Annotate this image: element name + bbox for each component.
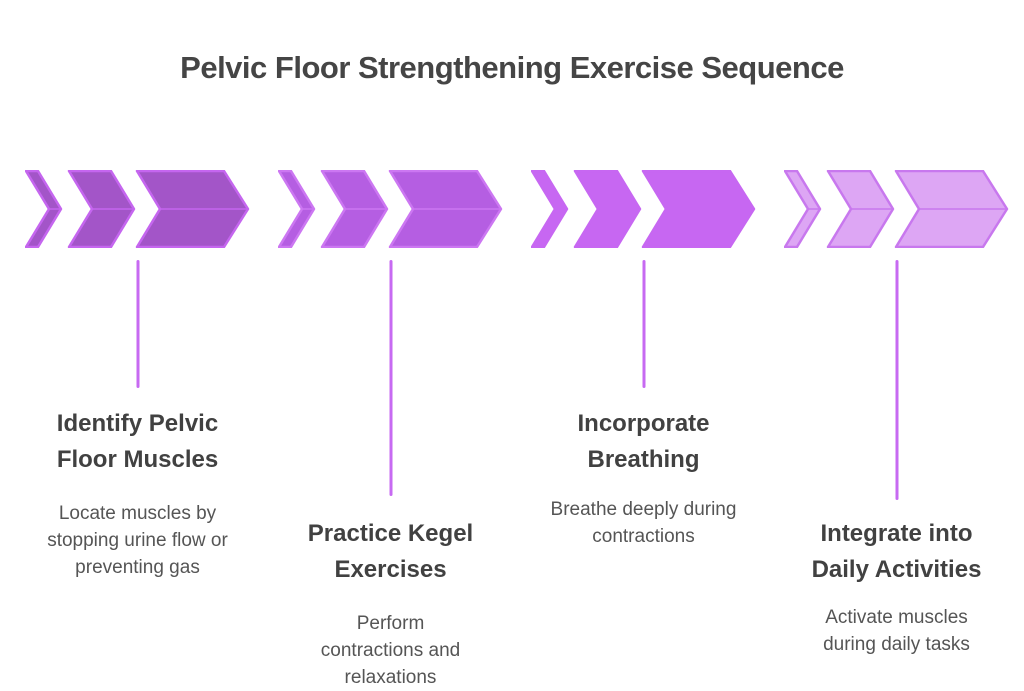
step-2: Practice Kegel Exercises Perform contrac… — [278, 170, 503, 690]
step-title: Identify Pelvic Floor Muscles — [56, 410, 219, 473]
step-description: Breathe deeply during contractions — [550, 499, 737, 547]
chevron-arrows-step-3 — [531, 170, 756, 248]
connector-line-step-4 — [895, 260, 898, 500]
step-title: Integrate into Daily Activities — [811, 520, 982, 583]
step-description: Activate muscles during daily tasks — [823, 607, 970, 655]
step-title: Incorporate Breathing — [577, 410, 710, 473]
step-description: Locate muscles by stopping urine flow or… — [47, 503, 228, 578]
step-description: Perform contractions and relaxations — [320, 613, 461, 688]
connector-line-step-3 — [642, 260, 645, 388]
chevron-arrows-step-4 — [784, 170, 1009, 248]
connector-line-step-1 — [136, 260, 139, 388]
step-1: Identify Pelvic Floor Muscles Locate mus… — [25, 170, 250, 690]
step-4: Integrate into Daily Activities Activate… — [784, 170, 1009, 690]
page-title: Pelvic Floor Strengthening Exercise Sequ… — [180, 50, 844, 85]
connector-line-step-2 — [389, 260, 392, 496]
step-3: Incorporate Breathing Breathe deeply dur… — [531, 170, 756, 690]
chevron-arrows-step-1 — [25, 170, 250, 248]
step-title: Practice Kegel Exercises — [307, 520, 474, 583]
chevron-arrows-step-2 — [278, 170, 503, 248]
